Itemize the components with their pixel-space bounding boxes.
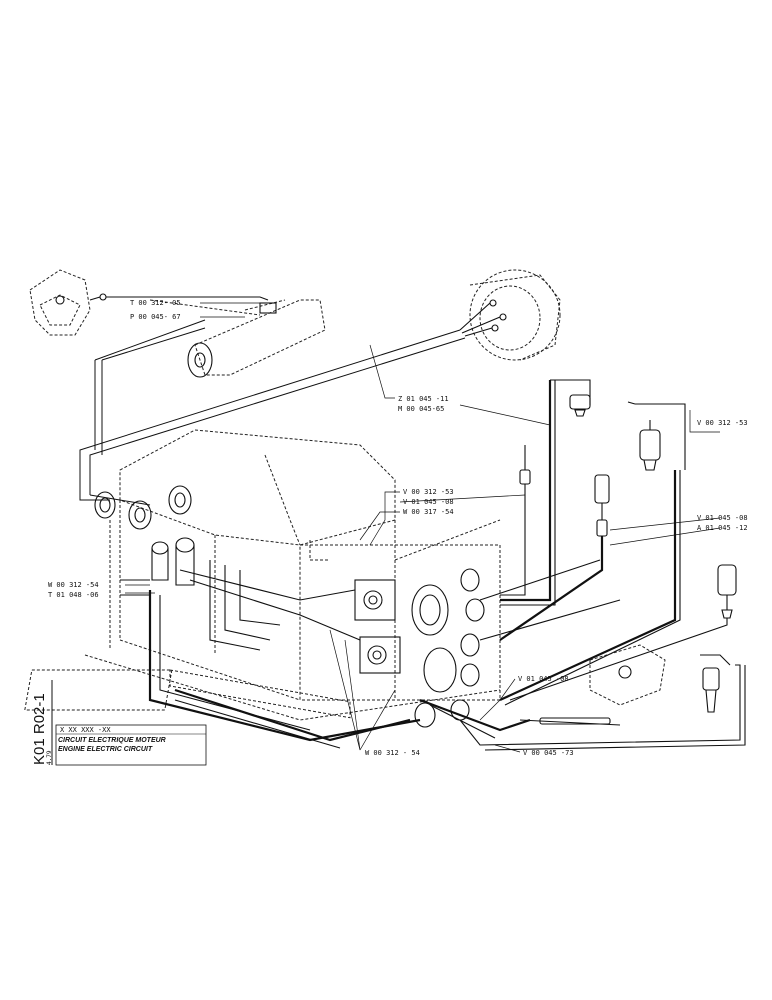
label-p-00-045-67: P 00 045- 67 — [130, 313, 181, 321]
fuel-pump-sensor — [459, 644, 746, 751]
leader-lines — [125, 302, 721, 753]
label-t-01-048-06: T 01 048 -06 — [48, 591, 99, 599]
pressure-switch-line — [500, 379, 591, 606]
engine-face-connectors — [94, 485, 485, 728]
left-components — [120, 537, 421, 742]
top-left-sensor-housing — [29, 269, 107, 336]
relay-block — [354, 579, 401, 674]
label-w-00-317-54: W 00 317 -54 — [403, 508, 454, 516]
side-page: 4.79 — [46, 750, 53, 765]
part-labels: T 00 312- 05 P 00 045- 67 Z 01 045 -11 M… — [48, 299, 748, 757]
alternator — [459, 269, 561, 361]
starter-motor — [187, 299, 326, 378]
main-harness — [79, 319, 466, 506]
far-right-sensor — [509, 564, 737, 701]
label-m-00-045-65: M 00 045-65 — [398, 405, 444, 413]
title-en: ENGINE ELECTRIC CIRCUIT — [58, 746, 153, 753]
title-ref: X XX XXX -XX — [60, 726, 111, 734]
sensor-wire — [106, 296, 269, 316]
label-w-00-312-54-bottom: W 00 312 - 54 — [365, 749, 420, 757]
label-v-01-045-08-lower: V 01 045 -08 — [518, 675, 569, 683]
lower-right-wires — [419, 559, 621, 739]
label-v-01-045-08-center: V 01 045 -08 — [403, 498, 454, 506]
label-v-00-045-73: V 00 045 -73 — [523, 749, 574, 757]
title-fr: CIRCUIT ELECTRIQUE MOTEUR — [58, 737, 166, 744]
temperature-sender — [500, 445, 531, 596]
label-v-00-312-53-right: V 00 312 -53 — [697, 419, 748, 427]
engine-block — [24, 429, 501, 721]
title-block: X XX XXX -XX CIRCUIT ELECTRIQUE MOTEUR E… — [55, 724, 207, 766]
side-code: K01 R02-1 — [31, 693, 48, 765]
label-a-01-045-12: A 01 045 -12 — [697, 524, 748, 532]
label-w-00-312-54-left: W 00 312 -54 — [48, 581, 99, 589]
label-z-01-045-11: Z 01 045 -11 — [398, 395, 449, 403]
label-v-01-045-08-right: V 01 045 -08 — [697, 514, 748, 522]
label-t-00-312-05: T 00 312- 05 — [130, 299, 181, 307]
label-v-00-312-53-center: V 00 312 -53 — [403, 488, 454, 496]
right-filter-sensor — [499, 401, 686, 706]
side-label: K01 R02-1 4.79 — [31, 680, 53, 765]
middle-right-sender — [499, 474, 610, 641]
